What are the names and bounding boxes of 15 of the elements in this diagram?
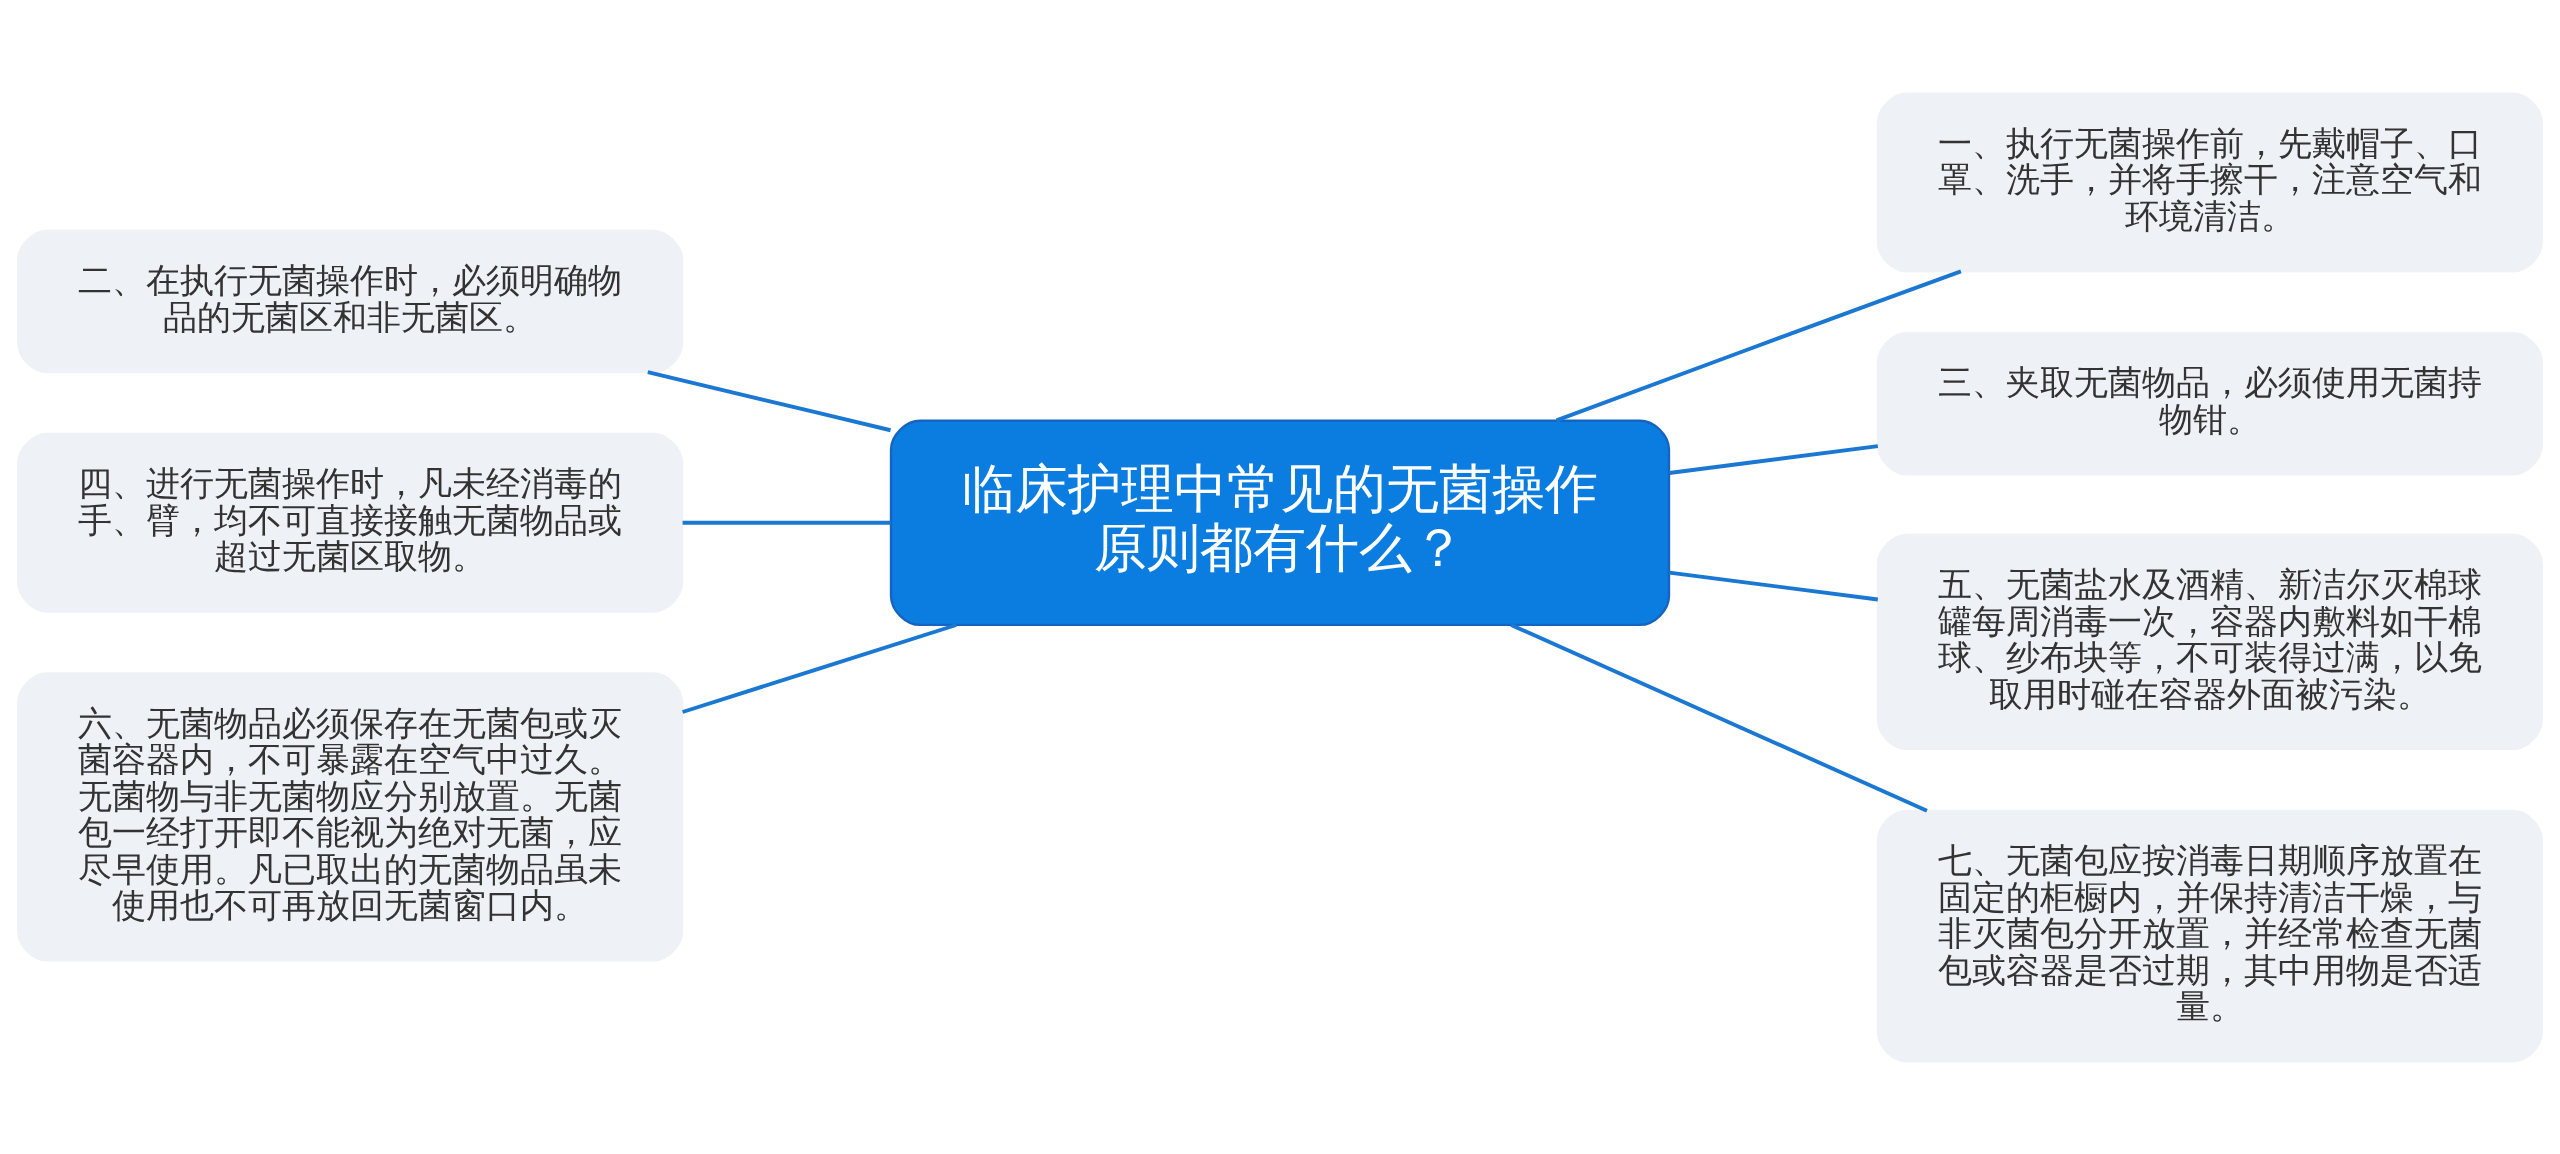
- connector: [682, 622, 957, 714]
- connector: [682, 520, 891, 525]
- node-box: 一、执行无菌操作前，先戴帽子、口罩、洗手，并将手擦干，注意空气和环境清洁。: [1876, 92, 2543, 272]
- node-box: 七、无菌包应按消毒日期顺序放置在固定的柜橱内，并保持清洁干燥，与非灭菌包分开放置，并经常检查无菌包或容器是否过期，其中用物是否适量。: [1876, 809, 2543, 1062]
- node-box: 四、进行无菌操作时，凡未经消毒的手、臂，均不可直接接触无菌物品或超过无菌区取物。: [17, 432, 684, 613]
- node-box: 二、在执行无菌操作时，必须明确物品的无菌区和非无菌区。: [17, 229, 684, 373]
- connector: [1669, 570, 1879, 601]
- connector: [1669, 443, 1879, 475]
- node-box: 三、夹取无菌物品，必须使用无菌持物钳。: [1876, 331, 2543, 475]
- connector: [647, 369, 891, 432]
- node-box: 五、无菌盐水及酒精、新洁尔灭棉球罐每周消毒一次，容器内敷料如干棉球、纱布块等，不可装得过满，以免取用时碰在容器外面被污染。: [1876, 533, 2543, 750]
- node-box: 临床护理中常见的无菌操作原则都有什么？: [889, 419, 1671, 626]
- connector: [1510, 622, 1928, 812]
- node-box: 六、无菌物品必须保存在无菌包或灭菌容器内，不可暴露在空气中过久。无菌物与非无菌物应分别放置。无菌包一经打开即不能视为绝对无菌，应尽早使用。凡已取出的无菌物品虽未使用也不可再放回无菌窗口内。: [17, 671, 684, 962]
- connector: [1555, 269, 1962, 422]
